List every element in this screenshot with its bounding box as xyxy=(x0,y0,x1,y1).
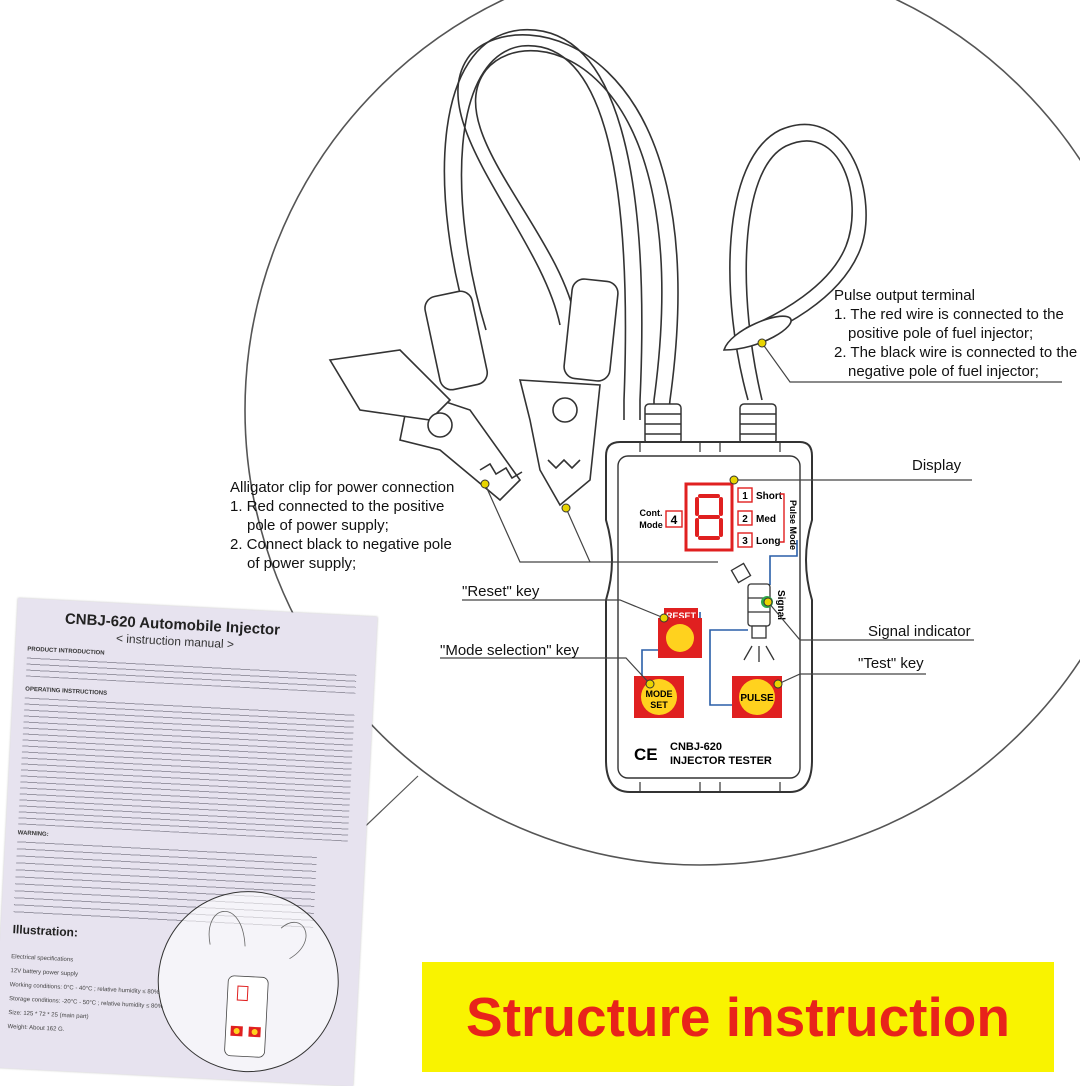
manual-text-block xyxy=(25,654,357,694)
cont-mode-box xyxy=(665,510,683,528)
pulse-mode-med: Med xyxy=(756,514,776,525)
callout-alligator-line2: pole of power supply; xyxy=(247,517,389,534)
callout-dots xyxy=(480,338,783,689)
instruction-manual: CNBJ-620 Automobile Injector < instructi… xyxy=(0,598,378,1086)
manual-warning-heading: WARNING: xyxy=(17,830,49,838)
alligator-clip-right xyxy=(518,278,619,507)
callout-signal-indicator: Signal indicator xyxy=(868,623,971,640)
callout-alligator-line3: 2. Connect black to negative pole xyxy=(230,536,452,553)
pulse-mode-num-2: 2 xyxy=(742,514,748,525)
callout-pulse-title: Pulse output terminal xyxy=(834,287,975,304)
banner-title: Structure instruction xyxy=(466,986,1010,1048)
pulse-mode-label: Pulse Mode xyxy=(788,500,798,550)
pulse-mode-short: Short xyxy=(756,491,783,502)
pulse-button-label: PULSE xyxy=(740,693,774,704)
seven-segment-digit xyxy=(695,494,723,540)
mode-set-label-1: MODE xyxy=(646,689,673,699)
callout-pulse-terminal: Pulse output terminal 1. The red wire is… xyxy=(834,286,1077,381)
power-cable xyxy=(443,29,679,421)
callout-pulse-line4: negative pole of fuel injector; xyxy=(848,363,1039,380)
manual-spec-item: Weight: About 162 G. xyxy=(7,1024,65,1034)
manual-specs-heading: Electrical specifications xyxy=(11,954,74,964)
device-name: INJECTOR TESTER xyxy=(670,755,772,767)
pulse-mode-num-3: 3 xyxy=(742,536,748,547)
alligator-clip-left xyxy=(328,290,523,502)
manual-text-block xyxy=(18,694,355,842)
callout-display: Display xyxy=(912,457,962,474)
cont-mode-label-2: Mode xyxy=(639,520,663,530)
reset-button[interactable] xyxy=(666,624,694,652)
callout-test-key: "Test" key xyxy=(858,655,924,672)
callout-pulse-line3: 2. The black wire is connected to the xyxy=(834,344,1078,361)
manual-spec-item: 12V battery power supply xyxy=(10,968,79,978)
cont-mode-number: 4 xyxy=(671,513,678,527)
fuel-injector-icon xyxy=(730,562,775,662)
callout-pulse-line1: 1. The red wire is connected to the xyxy=(834,306,1064,323)
manual-illustration-thumbnail xyxy=(157,891,339,1073)
tester-device: Cont. Mode 4 1 Short 2 Med 3 Long Pulse … xyxy=(605,441,813,793)
manual-spec-item: Working conditions: 0°C - 40°C ; relativ… xyxy=(9,982,160,996)
callout-alligator-line4: of power supply; xyxy=(247,555,357,572)
manual-illustration-heading: Illustration: xyxy=(12,922,79,940)
cont-mode-label: Cont. xyxy=(640,508,663,518)
model-name: CNBJ-620 xyxy=(670,741,722,753)
callout-alligator-title: Alligator clip for power connection xyxy=(230,479,455,496)
ce-mark: CE xyxy=(634,745,658,764)
manual-spec-item: Size: 125 * 72 * 25 (main part) xyxy=(8,1010,89,1021)
manual-spec-item: Storage conditions: -20°C - 50°C ; relat… xyxy=(8,996,164,1011)
callout-mode-key: "Mode selection" key xyxy=(440,642,580,659)
callout-alligator-line1: 1. Red connected to the positive xyxy=(230,498,445,515)
signal-label: Signal xyxy=(775,590,786,620)
mode-set-label-2: SET xyxy=(650,700,668,710)
callout-alligator: Alligator clip for power connection 1. R… xyxy=(230,478,454,573)
pulse-mode-long: Long xyxy=(756,536,780,547)
callout-pulse-line2: positive pole of fuel injector; xyxy=(848,325,1034,342)
callout-reset-key: "Reset" key xyxy=(462,583,540,600)
pulse-cable xyxy=(722,123,867,401)
callout-lines xyxy=(440,342,1062,685)
reset-label: RESET xyxy=(666,611,697,621)
structure-banner: Structure instruction xyxy=(422,962,1054,1072)
pulse-mode-num-1: 1 xyxy=(742,491,748,502)
